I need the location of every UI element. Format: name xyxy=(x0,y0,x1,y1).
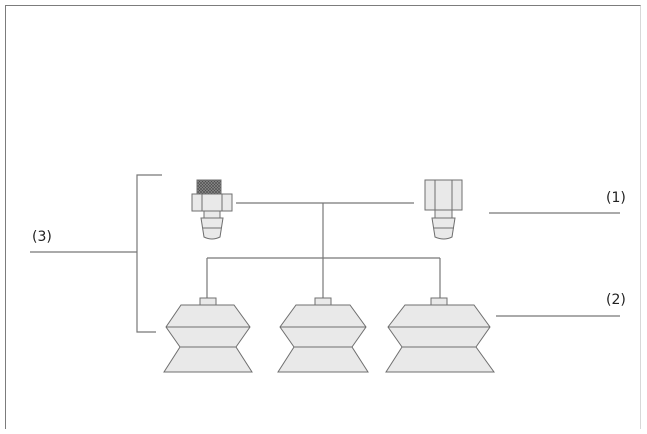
threaded-fitting xyxy=(191,179,233,240)
diagram-frame xyxy=(5,5,641,429)
female-fitting xyxy=(424,179,463,240)
thread-section xyxy=(196,179,222,195)
cups-crossbar-line xyxy=(206,257,441,298)
hex-body xyxy=(424,179,463,211)
connector-lines xyxy=(30,174,620,333)
suction-cup-3 xyxy=(385,297,495,373)
shaft xyxy=(434,209,453,219)
label-suction-cups: (2) xyxy=(606,292,626,308)
label-assembly: (3) xyxy=(32,229,52,245)
bracket-3 xyxy=(136,174,162,333)
hex-nut xyxy=(191,193,233,212)
suction-cup-1 xyxy=(163,297,253,373)
label-fittings: (1) xyxy=(606,190,626,206)
shaft xyxy=(203,210,221,219)
suction-cup-2 xyxy=(277,297,369,373)
